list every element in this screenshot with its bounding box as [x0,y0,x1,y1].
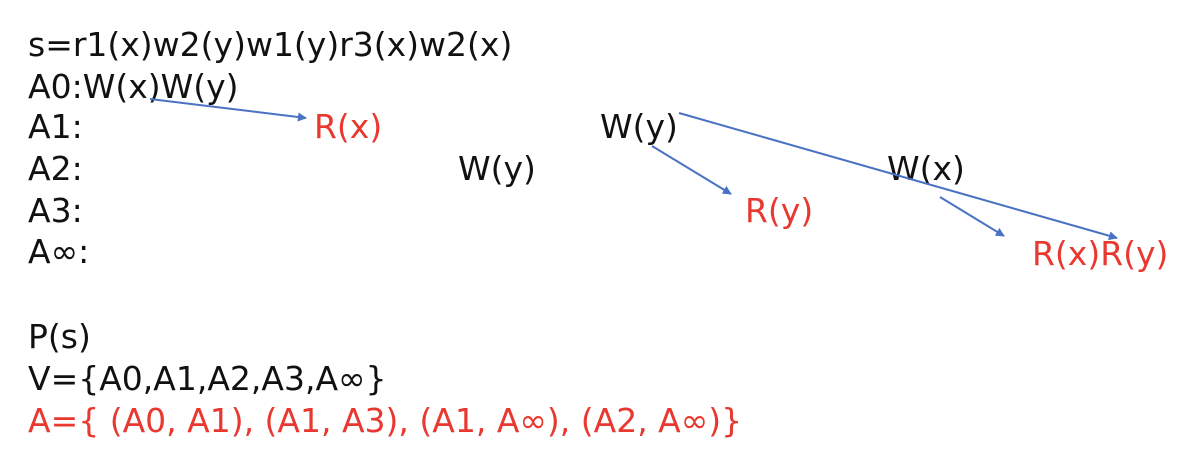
row-label-a1: A1: [28,107,83,146]
arrow-a0-to-a1-read-x [149,98,307,122]
row-label-ainf: A∞: [28,232,90,271]
op-a1-write-y: W(y) [600,107,678,146]
row-label-a0: A0:W(x)W(y) [28,67,239,106]
op-a1-read-x: R(x) [314,107,383,146]
op-a3-read-y: R(y) [745,191,814,230]
row-label-a3: A3: [28,191,83,230]
graph-title: P(s) [28,317,91,356]
row-label-a2: A2: [28,149,83,188]
op-a2-write-x: W(x) [887,149,965,188]
vertex-set: V={A0,A1,A2,A3,A∞} [28,359,387,398]
op-ainf-read-xy: R(x)R(y) [1032,234,1169,273]
op-a2-write-y: W(y) [458,149,536,188]
arrow-a1-to-a3-read-y [651,145,732,195]
arrow-a2-to-ainf-read-x [939,196,1005,237]
arrow-a1-to-ainf-read-y [678,112,1118,241]
schedule-text: s=r1(x)w2(y)w1(y)r3(x)w2(x) [28,25,513,64]
arc-set: A={ (A0, A1), (A1, A3), (A1, A∞), (A2, A… [28,401,743,440]
